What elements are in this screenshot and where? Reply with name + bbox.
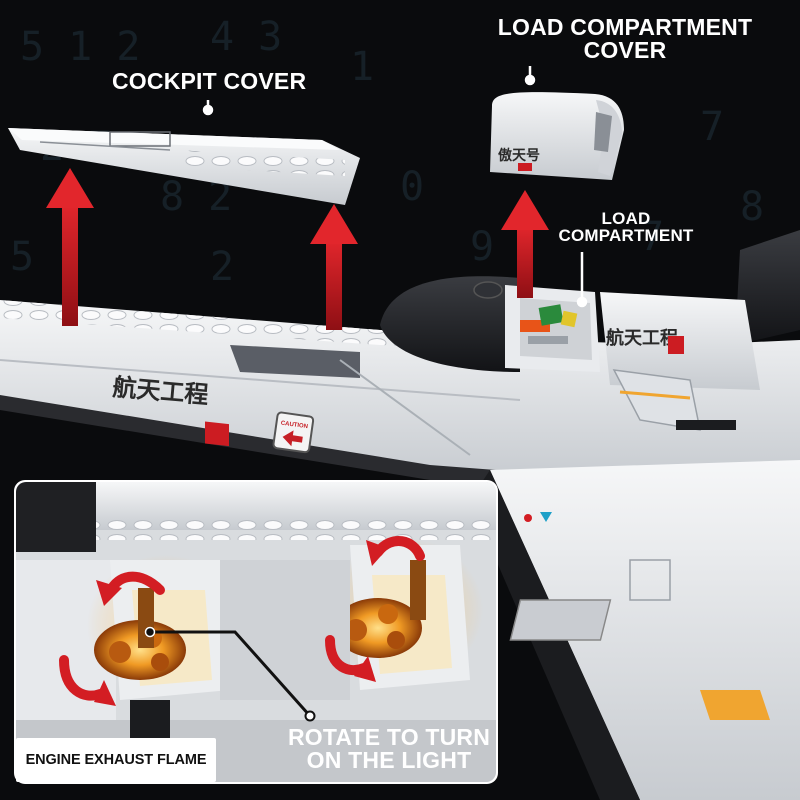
svg-text:5: 5 xyxy=(10,234,34,280)
label-rotate-line1: ROTATE TO TURN xyxy=(287,724,491,750)
cover-cjk-decal: 傲天号 xyxy=(498,147,540,164)
svg-text:0: 0 xyxy=(400,164,424,210)
lift-arrows xyxy=(46,168,549,330)
leader-lines xyxy=(202,66,588,308)
module-cjk-decal: 航天工程 xyxy=(606,327,678,349)
arrow-cockpit-right xyxy=(310,204,358,330)
fuselage: CAUTION 航天工程 xyxy=(0,300,800,492)
label-load-cover-line2: COVER xyxy=(583,37,667,63)
svg-text:9: 9 xyxy=(470,224,494,270)
load-compartment-cover-part: 傲天号 xyxy=(490,92,624,180)
window-detail xyxy=(473,281,503,299)
label-load-compartment-cover: LOAD COMPARTMENT COVER xyxy=(486,16,764,62)
label-load-comp-line1: LOAD xyxy=(601,209,651,228)
engine-bell-right xyxy=(327,538,483,690)
engine-exhaust-caption-text: ENGINE EXHAUST FLAME xyxy=(25,752,207,768)
label-cockpit-cover: COCKPIT COVER xyxy=(112,70,306,93)
svg-text:4 3: 4 3 xyxy=(210,14,282,60)
label-rotate-light: ROTATE TO TURN ON THE LIGHT xyxy=(282,726,496,772)
svg-text:8: 8 xyxy=(740,184,764,230)
nose-cone xyxy=(380,276,520,372)
svg-text:1: 1 xyxy=(350,44,374,90)
svg-text:7: 7 xyxy=(700,104,724,150)
label-load-comp-line2: COMPARTMENT xyxy=(558,226,694,245)
label-cockpit-cover-text: COCKPIT COVER xyxy=(112,68,307,94)
arrow-cockpit-left xyxy=(46,168,94,326)
tail-fin xyxy=(735,230,800,345)
cockpit-cover-part xyxy=(8,128,360,205)
arrow-load-cover xyxy=(501,190,549,298)
svg-text:5 1 2: 5 1 2 xyxy=(20,24,140,70)
aft-module: 航天工程 xyxy=(600,292,760,431)
caution-decal: CAUTION xyxy=(280,421,308,431)
svg-text:2: 2 xyxy=(210,244,234,290)
engine-exhaust-caption: ENGINE EXHAUST FLAME xyxy=(16,738,216,782)
label-load-compartment: LOAD COMPARTMENT xyxy=(548,210,704,244)
engine-inset xyxy=(14,480,498,784)
svg-text:7: 7 xyxy=(640,214,664,260)
label-rotate-line2: ON THE LIGHT xyxy=(306,747,472,773)
load-compartment xyxy=(505,285,600,372)
delta-wing xyxy=(470,460,800,800)
label-load-cover-line1: LOAD COMPARTMENT xyxy=(497,14,753,40)
